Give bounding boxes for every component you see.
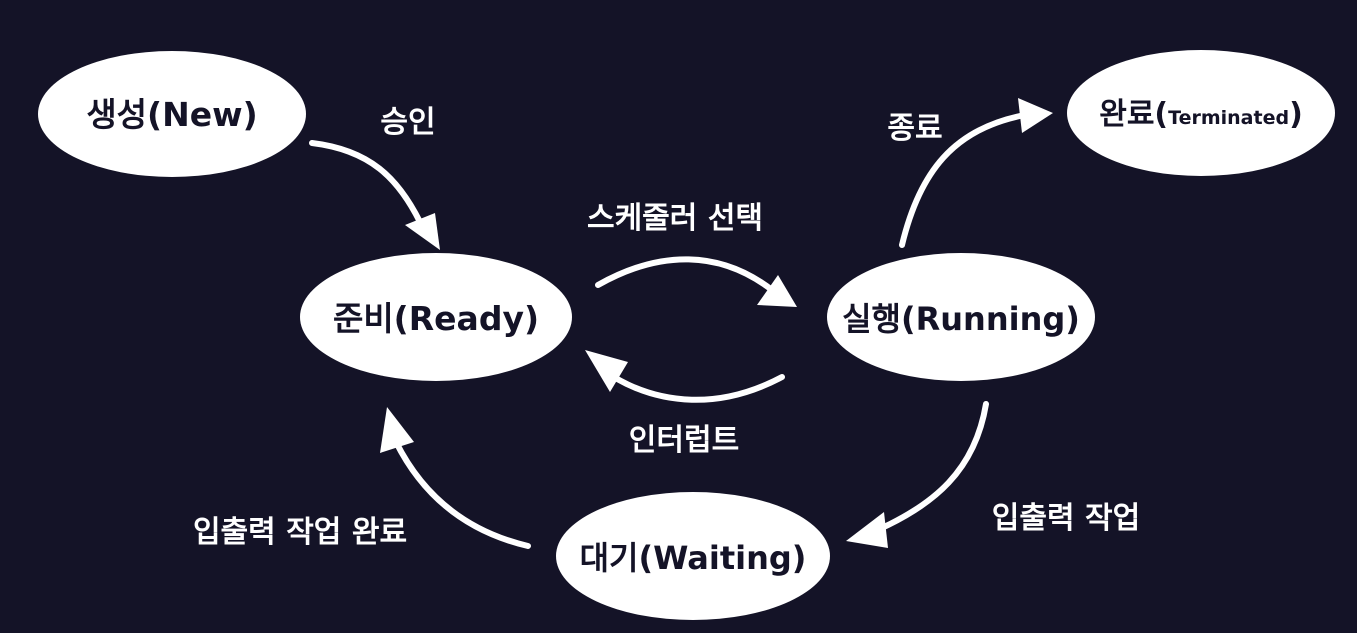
state-waiting-ellipse bbox=[556, 492, 830, 620]
state-new-label: 생성(New) bbox=[86, 95, 257, 134]
state-terminated: 완료(Terminated) bbox=[1067, 50, 1335, 176]
transition-dispatch-label: 스케줄러 선택 bbox=[587, 201, 763, 236]
state-new-ellipse bbox=[38, 51, 306, 177]
transition-admit: 승인 bbox=[309, 105, 440, 250]
transition-io-wait-label: 입출력 작업 bbox=[992, 501, 1140, 536]
transition-interrupt: 인터럽트 bbox=[585, 350, 785, 458]
transition-io-complete-label: 입출력 작업 완료 bbox=[193, 515, 407, 550]
state-ready-label: 준비(Ready) bbox=[333, 299, 539, 338]
state-terminated-label: 완료(Terminated) bbox=[1099, 97, 1303, 132]
transition-io-wait-arrowhead bbox=[846, 512, 888, 548]
transition-dispatch: 스케줄러 선택 bbox=[587, 201, 797, 307]
state-running-ellipse bbox=[827, 253, 1095, 381]
state-new: 생성(New) bbox=[38, 51, 306, 177]
state-terminated-ellipse bbox=[1067, 50, 1335, 176]
transition-io-complete-path bbox=[393, 439, 531, 549]
transition-io-wait-path bbox=[870, 401, 989, 535]
transition-io-complete: 입출력 작업 완료 bbox=[193, 407, 531, 550]
transition-io-wait: 입출력 작업 bbox=[846, 401, 1140, 548]
transition-dispatch-arrowhead bbox=[757, 275, 797, 307]
transition-interrupt-arrowhead bbox=[585, 350, 628, 392]
state-running-label: 실행(Running) bbox=[842, 300, 1080, 338]
state-ready: 준비(Ready) bbox=[300, 253, 572, 381]
transition-interrupt-label: 인터럽트 bbox=[629, 423, 739, 458]
state-waiting: 대기(Waiting) bbox=[556, 492, 830, 620]
transition-exit-label: 종료 bbox=[887, 111, 942, 146]
transition-io-complete-arrowhead bbox=[380, 407, 414, 453]
transition-dispatch-path bbox=[595, 256, 775, 293]
transition-interrupt-path bbox=[609, 373, 785, 403]
state-ready-ellipse bbox=[300, 253, 572, 381]
transition-exit-path bbox=[899, 113, 1023, 248]
transition-admit-arrowhead bbox=[405, 213, 440, 250]
transition-admit-label: 승인 bbox=[380, 105, 435, 140]
transition-exit: 종료 bbox=[887, 98, 1053, 248]
state-running: 실행(Running) bbox=[827, 253, 1095, 381]
transition-admit-path bbox=[309, 140, 423, 225]
transition-exit-arrowhead bbox=[1018, 98, 1053, 133]
state-waiting-label: 대기(Waiting) bbox=[580, 539, 807, 577]
